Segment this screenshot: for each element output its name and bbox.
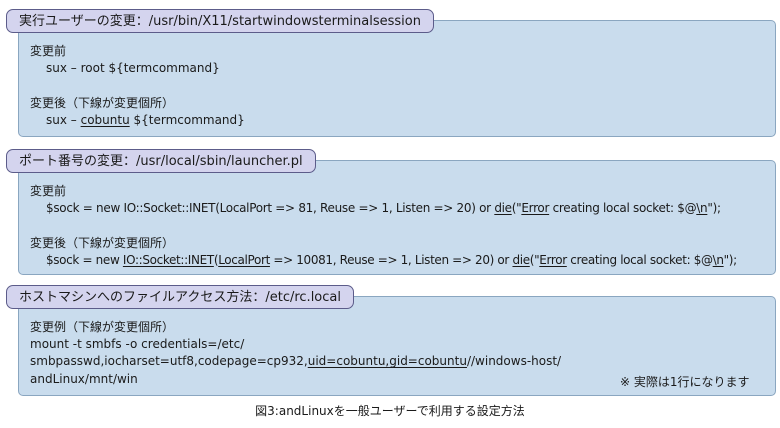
section2-after-code: $sock = new IO::Socket::INET(LocalPort =… [46,253,737,268]
section3-code-line3: andLinux/mnt/win [30,372,138,386]
section1-before-label: 変更前 [30,44,67,58]
changed-text: cobuntu [80,113,130,127]
changed-text: Error [521,201,550,215]
section3-title: ホストマシンへのファイルアクセス方法：/etc/rc.local [6,285,354,309]
code-text: (" [529,253,540,267]
section3-code-line1: mount -t smbfs -o credentials=/etc/ [30,337,245,351]
section2-panel [18,160,776,275]
changed-text: LocalPort [218,253,270,267]
section2-before-code: $sock = new IO::Socket::INET(LocalPort =… [46,201,721,216]
changed-text: uid=cobuntu,gid=cobuntu [307,354,467,368]
code-text: //windows-host/ [466,354,562,368]
section3-label: 変更例（下線が変更個所） [30,320,175,334]
changed-text: \n [712,253,724,267]
changed-text: \n [696,201,708,215]
section2-before-label: 変更前 [30,184,67,198]
code-text: smbpasswd,iocharset=utf8,codepage=cp932, [30,354,308,368]
code-text: creating local socket: $@ [566,253,713,267]
figure-caption: 図3:andLinuxを一般ユーザーで利用する設定方法 [255,404,525,418]
code-text: sux – [46,113,81,127]
section1-after-code: sux – cobuntu ${termcommand} [46,113,245,128]
section1-panel [18,20,776,137]
section3-code-line2: smbpasswd,iocharset=utf8,codepage=cp932,… [30,354,561,369]
code-text: => 10081, Reuse => 1, Listen => 20) or [269,253,513,267]
code-text: ${termcommand} [129,113,245,127]
code-text: "); [723,253,738,267]
section1-title: 実行ユーザーの変更：/usr/bin/X11/startwindowstermi… [6,9,434,33]
changed-text: Error [539,253,567,267]
code-text: "); [707,201,721,215]
section2-after-label: 変更後（下線が変更個所） [30,236,175,250]
section1-after-label: 変更後（下線が変更個所） [30,96,175,110]
code-text: $sock = new [46,253,123,267]
code-text: creating local socket: $@ [549,201,697,215]
section3-panel [18,296,776,396]
changed-text: die [512,253,530,267]
section2-title: ポート番号の変更：/usr/local/sbin/launcher.pl [6,149,316,173]
code-text: $sock = new IO::Socket::INET(LocalPort =… [46,201,495,215]
changed-text: IO::Socket::INET [122,253,214,267]
code-text: ( [213,253,219,267]
changed-text: die [494,201,512,215]
section1-before-code: sux – root ${termcommand} [46,61,220,75]
section3-note: ※ 実際は1行になります [620,375,750,389]
code-text: (" [511,201,522,215]
